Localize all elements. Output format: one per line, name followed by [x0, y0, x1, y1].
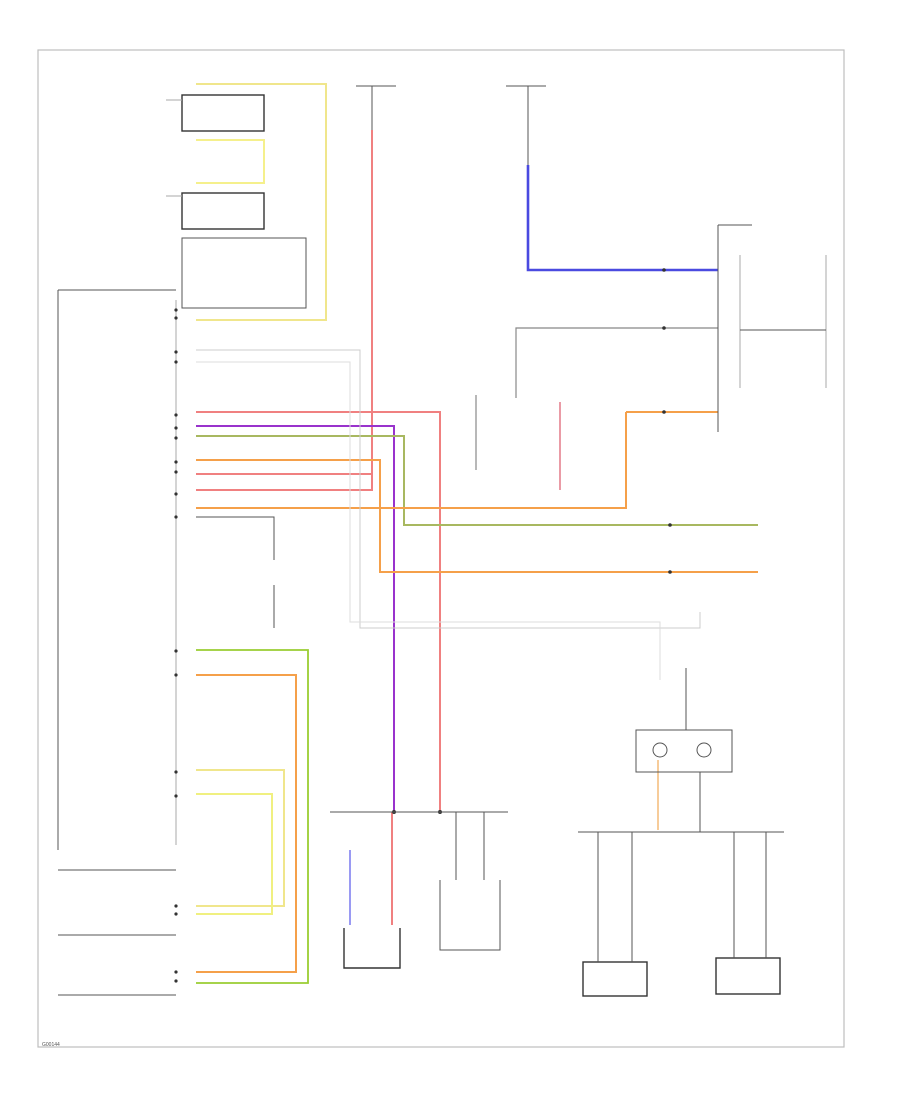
- pin: [174, 308, 178, 312]
- splice-dots: [392, 268, 672, 814]
- red-wire: [196, 411, 441, 812]
- splice-dot: [662, 410, 666, 414]
- module-pins: [174, 308, 178, 983]
- passenger-seat-switch-box: [181, 192, 265, 230]
- sensor-unit: [635, 668, 733, 832]
- sensor-dial: [652, 742, 668, 758]
- pin: [174, 794, 178, 798]
- seat-switch-group: [166, 94, 307, 309]
- connector-box: [181, 237, 307, 309]
- footer-code: G00144: [42, 1042, 60, 1048]
- sensor-dial: [696, 742, 712, 758]
- yellow-wire: [196, 83, 327, 321]
- pin: [174, 649, 178, 653]
- passenger-airbag: [343, 928, 401, 969]
- instrument-cluster: [717, 224, 827, 432]
- blue-wire: [526, 165, 718, 272]
- yellow-wire: [196, 769, 285, 907]
- sensor-box: [635, 729, 733, 773]
- yellow-wire: [196, 139, 265, 184]
- driver-airbag: [582, 961, 648, 997]
- orange-wire: [196, 459, 758, 573]
- gray-wire: [515, 327, 718, 398]
- green-wire: [196, 649, 309, 984]
- pin: [174, 515, 178, 519]
- orange-wire: [196, 674, 297, 973]
- pin: [174, 316, 178, 320]
- top-splices: [356, 85, 546, 165]
- pin: [174, 770, 178, 774]
- splice-dot: [662, 268, 666, 272]
- green-wire: [196, 435, 758, 526]
- pin: [174, 350, 178, 354]
- pin: [174, 673, 178, 677]
- gray-wire: [196, 516, 275, 560]
- gray-wire: [196, 349, 701, 629]
- red-wire: [196, 130, 373, 491]
- splice-dot: [668, 523, 672, 527]
- pin: [174, 360, 178, 364]
- splice-dot: [668, 570, 672, 574]
- diagram-frame: [37, 49, 845, 1048]
- gray-wire: [196, 361, 661, 680]
- orange-wire: [196, 411, 718, 509]
- bottom-components: [343, 812, 781, 997]
- pin: [174, 460, 178, 464]
- pin: [174, 413, 178, 417]
- pin: [174, 979, 178, 983]
- resistor-left: [439, 880, 501, 951]
- pin: [174, 470, 178, 474]
- yellow-wire: [196, 793, 273, 915]
- resistor-right: [715, 957, 781, 995]
- pin: [174, 912, 178, 916]
- pin: [174, 970, 178, 974]
- airbag-control-module: [57, 289, 177, 996]
- purple-wire: [196, 425, 395, 812]
- pin: [174, 492, 178, 496]
- driver-seat-switch-box: [181, 94, 265, 132]
- pin: [174, 436, 178, 440]
- splice-dot: [662, 326, 666, 330]
- pin: [174, 426, 178, 430]
- pin: [174, 904, 178, 908]
